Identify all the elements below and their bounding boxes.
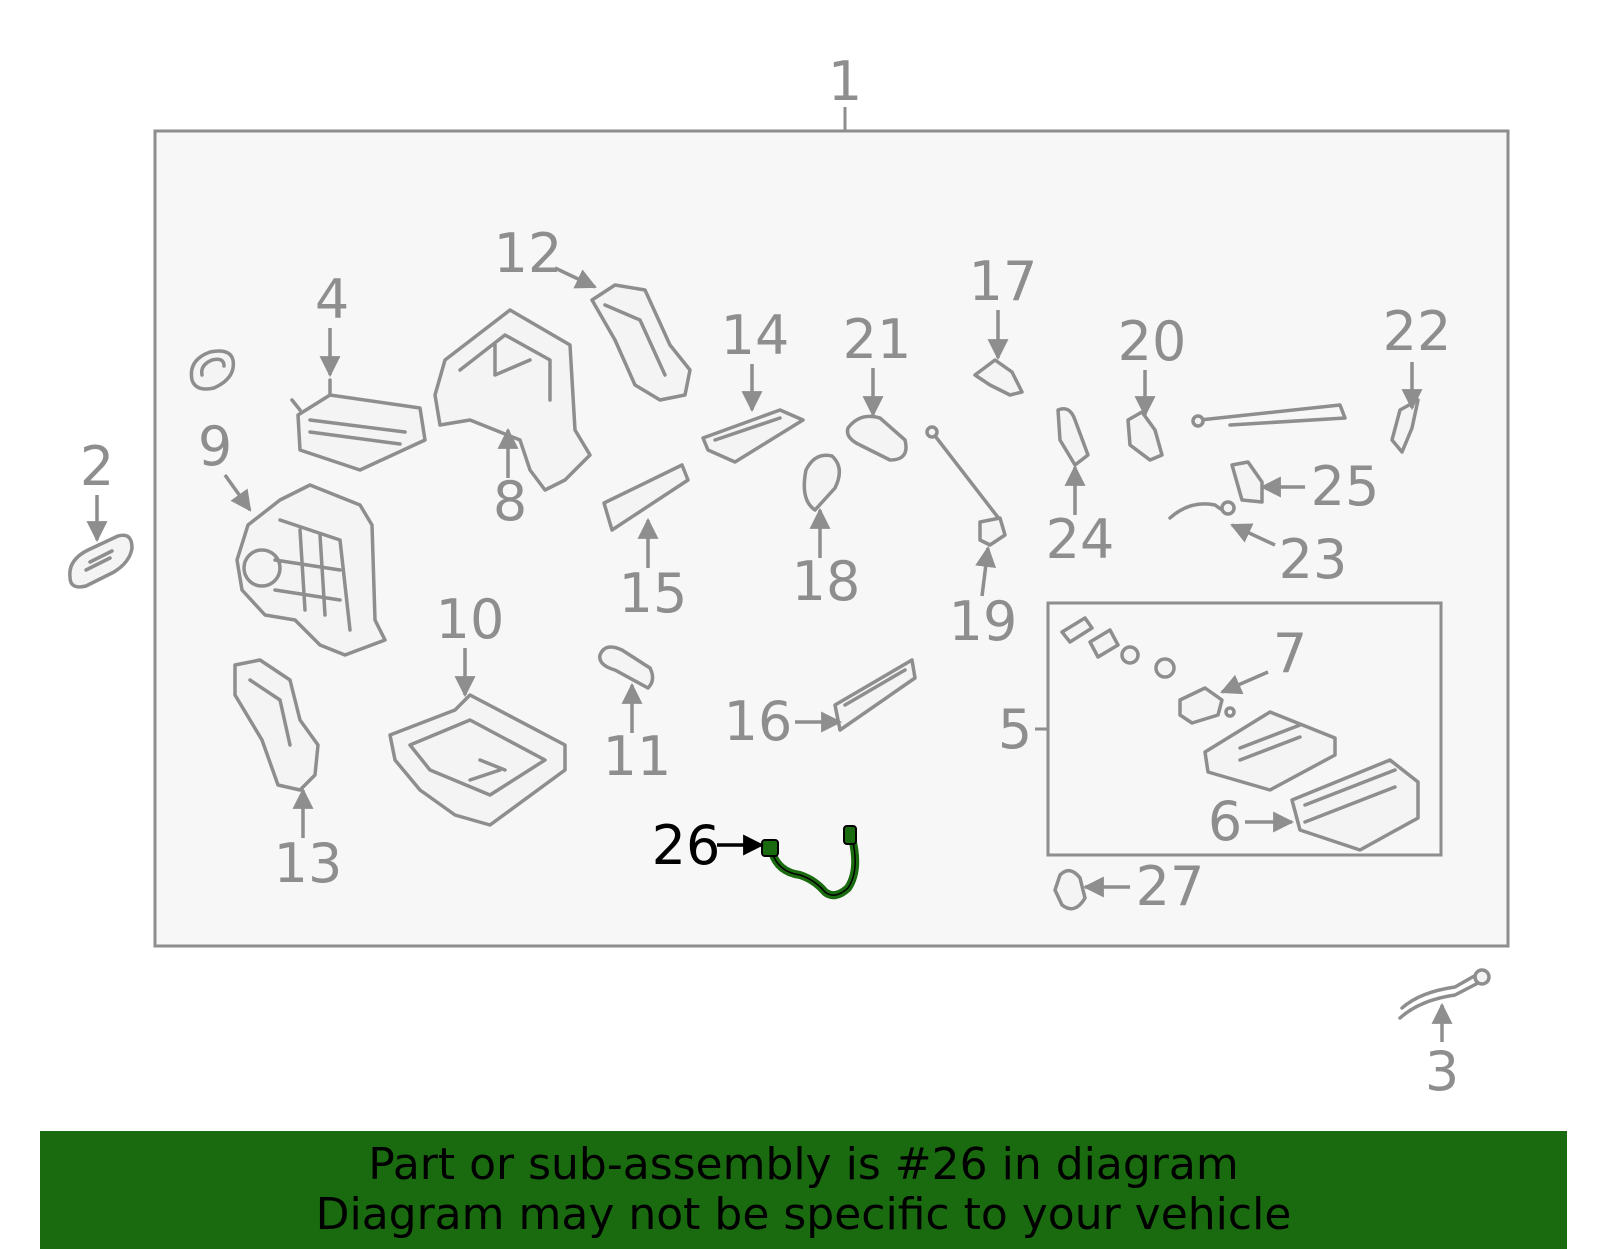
callout-21: 21 <box>843 308 912 371</box>
part-13-duct[interactable] <box>233 658 320 792</box>
callout-5: 5 <box>998 698 1032 761</box>
callout-23: 23 <box>1279 528 1348 591</box>
callout-19: 19 <box>949 590 1018 653</box>
callout-24: 24 <box>1046 508 1115 571</box>
part-6-seal[interactable] <box>1290 758 1420 852</box>
part-24-bracket[interactable] <box>1056 407 1090 467</box>
callout-3: 3 <box>1425 1040 1459 1103</box>
callout-1: 1 <box>828 50 862 113</box>
callout-27: 27 <box>1136 855 1205 918</box>
part-10-case-lower[interactable] <box>388 693 567 827</box>
callout-2: 2 <box>80 435 114 498</box>
callout-22: 22 <box>1383 300 1452 363</box>
callout-11: 11 <box>603 725 672 788</box>
callout-8: 8 <box>493 470 527 533</box>
part-18-bracket[interactable] <box>802 453 842 512</box>
callout-7: 7 <box>1273 622 1307 685</box>
part-27-plug[interactable] <box>1053 868 1087 911</box>
callout-13: 13 <box>274 832 343 895</box>
part-2-gasket[interactable] <box>68 533 134 589</box>
callout-16: 16 <box>724 690 793 753</box>
info-banner: Part or sub-assembly is #26 in diagram D… <box>40 1131 1567 1249</box>
callout-4: 4 <box>315 268 349 331</box>
part-9-blower-housing[interactable] <box>235 483 387 657</box>
callout-18: 18 <box>792 550 861 613</box>
part-23-wire[interactable] <box>1168 500 1236 520</box>
callout-15: 15 <box>619 562 688 625</box>
part-11-bracket[interactable] <box>598 645 655 690</box>
callout-10: 10 <box>436 588 505 651</box>
banner-line-part: Part or sub-assembly is #26 in diagram <box>368 1139 1239 1190</box>
part-19-rod[interactable] <box>925 425 1007 547</box>
part-12-duct[interactable] <box>590 283 692 402</box>
part-5-evaporator[interactable] <box>1203 710 1337 792</box>
callout-14: 14 <box>721 304 790 367</box>
banner-line-disclaimer: Diagram may not be specific to your vehi… <box>315 1189 1292 1240</box>
assembly-panel <box>153 129 1510 948</box>
callout-26: 26 <box>652 814 721 877</box>
part-8-case[interactable] <box>433 308 592 492</box>
part-22-rod[interactable] <box>1191 403 1347 428</box>
callout-6: 6 <box>1208 790 1242 853</box>
part-15-panel[interactable] <box>602 463 690 532</box>
callout-12: 12 <box>494 222 563 285</box>
part-21-bracket[interactable] <box>845 414 908 462</box>
part-3-tube[interactable] <box>1398 968 1491 1020</box>
leader-arrows <box>86 266 1453 1042</box>
part-grommet[interactable] <box>189 349 236 391</box>
callout-17: 17 <box>969 250 1038 313</box>
part-14-filter[interactable] <box>701 408 805 464</box>
part-5-hardware[interactable] <box>1060 616 1176 679</box>
callout-9: 9 <box>198 415 232 478</box>
callout-20: 20 <box>1118 310 1187 373</box>
part-4-heater-core[interactable] <box>290 378 427 472</box>
part-7-valve[interactable] <box>1178 686 1236 725</box>
callout-25: 25 <box>1311 455 1380 518</box>
